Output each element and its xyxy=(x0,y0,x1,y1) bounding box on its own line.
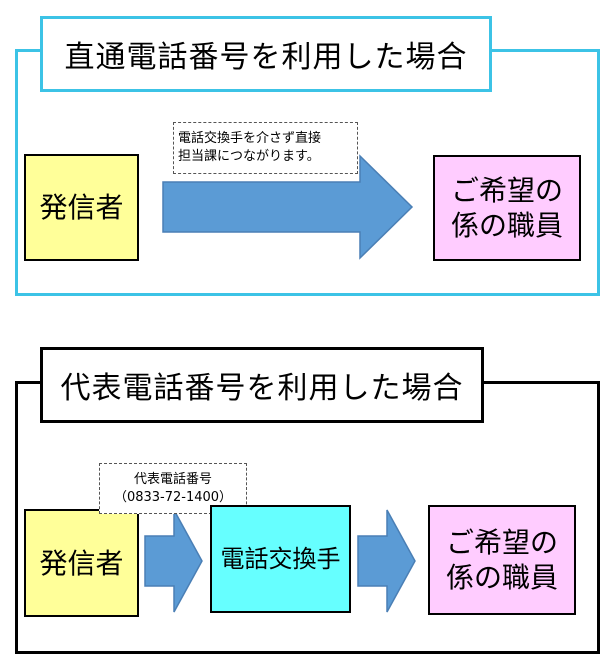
operator-box: 電話交換手 xyxy=(210,505,351,613)
direct-arrow xyxy=(162,154,414,260)
direct-note: 電話交換手を介さず直接 担当課につながります。 xyxy=(173,122,358,174)
main-arrow-2-shape xyxy=(357,509,416,613)
main-arrow-1-shape xyxy=(144,509,203,613)
main-section-title: 代表電話番号を利用した場合 xyxy=(40,347,484,423)
main-note: 代表電話番号 （0833-72-1400） xyxy=(99,463,247,514)
main-arrow-2 xyxy=(357,509,416,613)
direct-section-title: 直通電話番号を利用した場合 xyxy=(40,16,492,92)
main-arrow-1 xyxy=(144,509,203,613)
direct-arrow-shape xyxy=(162,154,414,260)
direct-staff-box: ご希望の 係の職員 xyxy=(433,155,581,261)
main-caller-box: 発信者 xyxy=(24,509,139,617)
main-staff-box: ご希望の 係の職員 xyxy=(428,505,576,615)
direct-caller-box: 発信者 xyxy=(24,154,139,261)
